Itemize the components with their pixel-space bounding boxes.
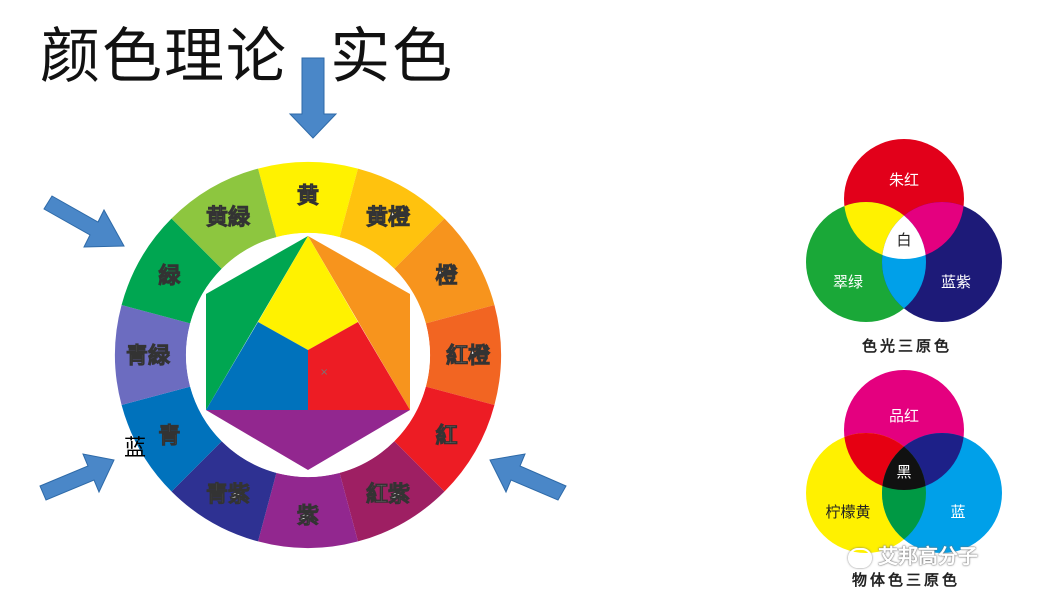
- wheel-segment-label: 黄橙: [366, 205, 411, 230]
- wheel-segment: [394, 386, 495, 492]
- venn-light-caption: 色光三原色: [862, 337, 953, 355]
- inner-hexagon: [206, 236, 410, 470]
- arrow-right: [489, 453, 567, 501]
- wheel-segment-label: 黄緑: [206, 204, 251, 230]
- arrow-lower-left: [39, 453, 115, 501]
- wheel-segment-label: 紫: [297, 503, 319, 529]
- page-title: 颜色理论 实色: [40, 22, 455, 92]
- center-mark: ×: [320, 367, 328, 378]
- wechat-icon: [848, 547, 872, 568]
- venn-object-left-label: 柠檬黄: [825, 503, 870, 521]
- venn-object-right-label: 蓝: [950, 503, 965, 521]
- hex-violet-segment: [206, 410, 410, 470]
- venn-light-right-label: 蓝紫: [941, 273, 971, 291]
- venn-light-overlap-yellow: [844, 202, 926, 259]
- wheel-segment-label: 黄: [297, 184, 319, 209]
- tri-red: [308, 322, 410, 410]
- venn-light-left-label: 翠绿: [833, 273, 863, 291]
- venn-object-center-label: 黑: [896, 463, 911, 481]
- venn-light-top-label: 朱红: [889, 171, 919, 189]
- wheel-segment: [258, 472, 358, 548]
- hex-orange-segment: [308, 236, 410, 410]
- wheel-segment-label: 紅紫: [366, 482, 410, 508]
- venn-object-top-label: 品红: [889, 407, 919, 425]
- venn-light-overlap-magenta: [882, 202, 964, 259]
- wheel-segment-label: 緑: [158, 263, 181, 289]
- wheel-segment-label: 青紫: [206, 482, 250, 508]
- wheel-segment: [115, 305, 191, 405]
- arrow-upper-left: [43, 195, 125, 248]
- tri-yellow: [258, 236, 358, 350]
- primary-colors-panel: 朱红 翠绿 蓝紫 白 品红 柠檬黄 蓝 黑 色光三原色 物体色三原色: [796, 105, 1020, 590]
- wheel-segment: [171, 441, 277, 542]
- tri-blue: [206, 322, 308, 410]
- wheel-segment: [121, 218, 222, 324]
- hex-green-segment: [206, 236, 308, 410]
- wheel-segment: [171, 168, 277, 269]
- wheel-segment-label: 紅: [436, 423, 458, 449]
- wheel-segment: [121, 386, 222, 492]
- arrow-down: [288, 57, 338, 139]
- venn-diagrams: 朱红 翠绿 蓝紫 白 品红 柠檬黄 蓝 黑: [806, 139, 1002, 553]
- wheel-segment: [425, 305, 501, 405]
- wheel-segment: [339, 441, 445, 542]
- color-wheel-ring: [115, 162, 501, 548]
- venn-object-overlap-red: [844, 433, 926, 490]
- wheel-segment: [339, 168, 445, 269]
- blue-extra-label: 蓝: [124, 436, 147, 461]
- watermark: 艾邦高分子: [848, 540, 978, 569]
- venn-object-overlap-blue: [882, 433, 964, 490]
- wheel-segment: [258, 162, 358, 238]
- wheel-segment-label: 橙: [436, 264, 459, 289]
- wheel-segment-label: 青: [158, 424, 180, 449]
- wheel-segment: [394, 218, 495, 324]
- venn-object-caption: 物体色三原色: [852, 571, 961, 589]
- watermark-text: 艾邦高分子: [878, 544, 978, 568]
- venn-light-center-label: 白: [896, 231, 911, 249]
- wheel-segment-label: 青緑: [126, 343, 171, 369]
- inner-triangle: [206, 236, 410, 410]
- wheel-segment-label: 紅橙: [446, 343, 491, 369]
